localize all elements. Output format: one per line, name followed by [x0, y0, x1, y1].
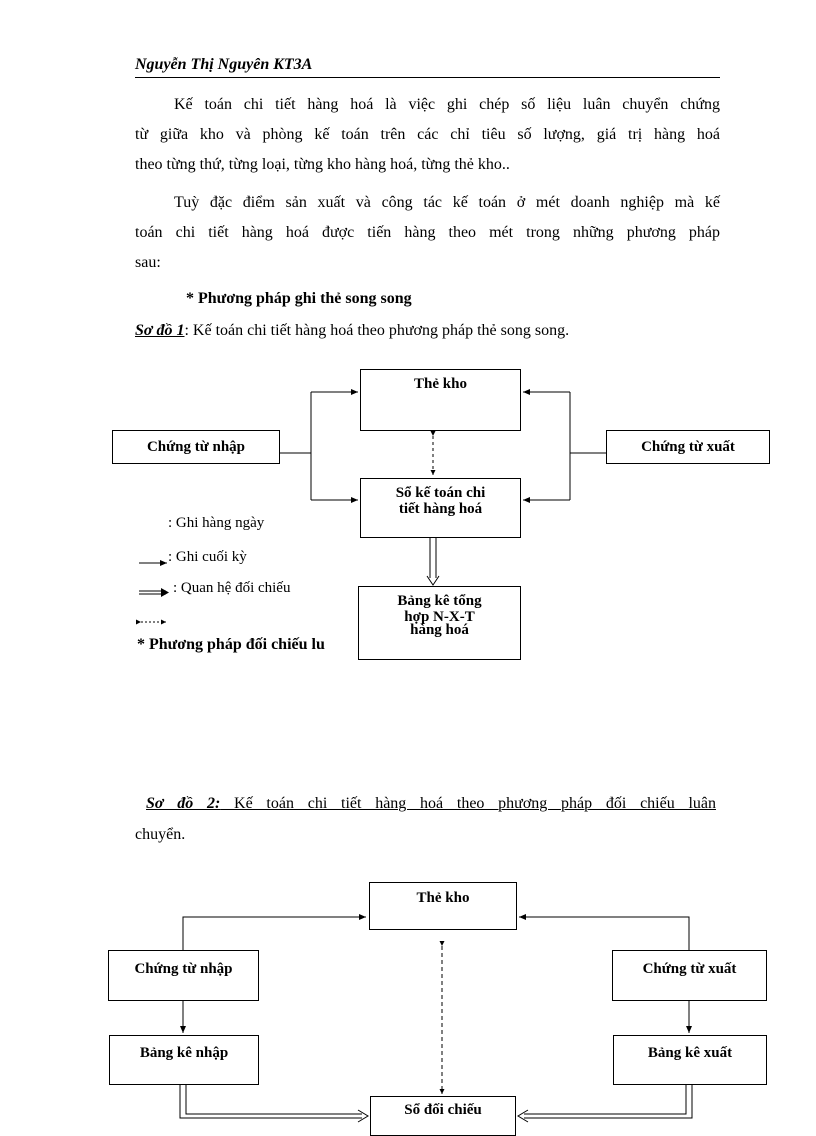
so-ke-toan-chi-tiet-box: Sổ kế toán chi tiết hàng hoá — [360, 478, 521, 538]
diagram-1-caption-label: Sơ đồ 1 — [135, 322, 185, 339]
chung-tu-nhap-box-2: Chứng từ nhập — [108, 950, 259, 1001]
the-kho-box-2: Thẻ kho — [369, 882, 517, 930]
chung-tu-nhap-box: Chứng từ nhập — [112, 430, 280, 464]
paragraph-1: Kế toán chi tiết hàng hoá là việc ghi ch… — [135, 90, 720, 180]
chung-tu-xuat-label: Chứng từ xuất — [641, 439, 735, 455]
chung-tu-xuat-label-2: Chứng từ xuất — [642, 961, 737, 977]
diagram-1-caption: Sơ đồ 1: Kế toán chi tiết hàng hoá theo … — [135, 322, 569, 340]
bang-ke-nhap-box: Bảng kê nhập — [109, 1035, 259, 1085]
the-kho-box: Thẻ kho — [360, 369, 521, 431]
diagram-2-caption: Sơ đồ 2: Kế toán chi tiết hàng hoá theo … — [146, 795, 716, 813]
the-kho-label: Thẻ kho — [414, 376, 467, 392]
bang-ke-xuat-label: Bảng kê xuất — [647, 1045, 733, 1061]
paragraph-2: Tuỳ đặc điểm sản xuất và công tác kế toá… — [135, 188, 720, 278]
paragraph-line: từ giữa kho và phòng kế toán trên các ch… — [135, 126, 720, 143]
chung-tu-xuat-box-2: Chứng từ xuất — [612, 950, 767, 1001]
diagram-2-caption-text: Kế toán chi tiết hàng hoá theo phương ph… — [220, 795, 717, 812]
bang-ke-label-line-1: Bảng kê tổng — [397, 593, 482, 609]
section-heading-1: * Phương pháp ghi thẻ song song — [186, 290, 412, 307]
paragraph-line: sau: — [135, 254, 161, 271]
diagram-2-caption-label: Sơ đồ 2: — [146, 795, 221, 812]
so-doi-chieu-box: Sổ đối chiếu — [370, 1096, 516, 1136]
bang-ke-label-line-3: hàng hoá — [410, 622, 469, 638]
page-header: Nguyễn Thị Nguyên KT3A — [135, 56, 313, 73]
paragraph-line: toán chi tiết hàng hoá được tiến hàng th… — [135, 224, 720, 241]
bang-ke-tong-hop-box: Bảng kê tổng hợp N-X-T hàng hoá — [358, 586, 521, 660]
chung-tu-xuat-box: Chứng từ xuất — [606, 430, 770, 464]
paragraph-line: Kế toán chi tiết hàng hoá là việc ghi ch… — [174, 96, 720, 113]
diagram-2-caption-continued: chuyển. — [135, 826, 186, 843]
legend-reconcile: : Quan hệ đối chiếu — [173, 580, 291, 596]
so-doi-chieu-label: Sổ đối chiếu — [404, 1102, 482, 1118]
section-heading-2: * Phương pháp đối chiếu lu — [137, 636, 325, 653]
paragraph-line: theo từng thứ, từng loại, từng kho hàng … — [135, 156, 510, 173]
bang-ke-label-line-2: hợp N-X-T — [404, 609, 475, 625]
diagram-1-caption-text: : Kế toán chi tiết hàng hoá theo phương … — [184, 322, 570, 339]
legend-daily: : Ghi hàng ngày — [168, 515, 265, 531]
bang-ke-xuat-box: Bảng kê xuất — [613, 1035, 767, 1085]
bang-ke-nhap-label: Bảng kê nhập — [139, 1045, 229, 1061]
chung-tu-nhap-label: Chứng từ nhập — [146, 439, 246, 455]
header-rule — [135, 77, 720, 78]
so-ke-toan-label-line-1: Sổ kế toán chi — [395, 485, 486, 501]
legend-period-end: : Ghi cuối kỳ — [168, 549, 247, 565]
chung-tu-nhap-label-2: Chứng từ nhập — [134, 961, 233, 977]
paragraph-line: Tuỳ đặc điểm sản xuất và công tác kế toá… — [174, 194, 720, 211]
the-kho-label-2: Thẻ kho — [416, 890, 470, 906]
so-ke-toan-label-line-2: tiết hàng hoá — [398, 501, 483, 517]
